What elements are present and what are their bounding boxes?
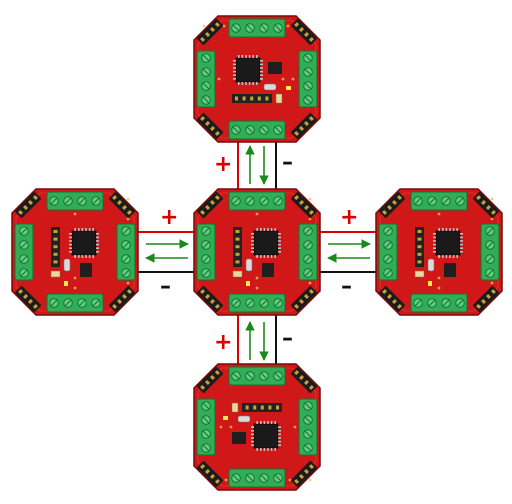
led (428, 281, 432, 286)
boards-layer (11, 15, 503, 491)
pin-header (290, 285, 318, 313)
terminal-block (196, 223, 216, 281)
labels-layer: + – + – + – + – (160, 150, 358, 355)
link-left-center-minus-label: – (160, 274, 171, 299)
pin-header (108, 191, 136, 219)
links-layer (134, 140, 380, 368)
terminal-block (14, 223, 34, 281)
pin-header (378, 191, 406, 219)
link-center-bottom-minus-label: – (282, 326, 293, 351)
board-right (375, 188, 503, 316)
capacitor (232, 270, 243, 278)
pin-header (196, 460, 224, 488)
pin-header (196, 366, 224, 394)
link-center-bottom-plus-label: + (214, 330, 232, 355)
pin-header (196, 18, 224, 46)
capacitor (275, 93, 283, 104)
pin-header (196, 285, 224, 313)
pin-header (290, 366, 318, 394)
terminal-block (298, 398, 318, 456)
board-bottom (193, 363, 321, 491)
board-top (193, 15, 321, 143)
link-center-right-minus-label: – (341, 274, 352, 299)
terminal-block (228, 120, 286, 140)
terminal-block (410, 293, 468, 313)
terminal-block (228, 468, 286, 488)
led (246, 281, 250, 286)
terminal-block (378, 223, 398, 281)
capacitor (50, 270, 61, 278)
driver-ic (444, 263, 456, 277)
led (223, 416, 228, 420)
pin-header (290, 112, 318, 140)
microcontroller-chip (69, 228, 99, 258)
link-top-center-minus-label: – (282, 150, 293, 175)
pin-header (290, 18, 318, 46)
board-center (193, 188, 321, 316)
terminal-block (196, 398, 216, 456)
crystal (263, 83, 277, 91)
capacitor (231, 402, 239, 413)
pin-header (378, 285, 406, 313)
microcontroller-chip (233, 55, 263, 85)
terminal-block (228, 293, 286, 313)
crystal (63, 258, 71, 272)
terminal-block (196, 50, 216, 108)
terminal-block (228, 18, 286, 38)
terminal-block (298, 50, 318, 108)
pin-header (196, 191, 224, 219)
crystal (237, 415, 251, 423)
crystal (427, 258, 435, 272)
driver-ic (268, 62, 282, 74)
terminal-block (410, 191, 468, 211)
link-center-right-plus-label: + (340, 205, 358, 230)
pin-header (14, 191, 42, 219)
capacitor (414, 270, 425, 278)
link-left-center-plus-label: + (160, 205, 178, 230)
pin-header (290, 460, 318, 488)
terminal-block (228, 191, 286, 211)
driver-ic (232, 432, 246, 444)
led (64, 281, 68, 286)
terminal-block (46, 293, 104, 313)
driver-ic (262, 263, 274, 277)
pin-header (290, 191, 318, 219)
led (286, 86, 291, 90)
pin-header (472, 191, 500, 219)
crystal (245, 258, 253, 272)
board-left (11, 188, 139, 316)
terminal-block (228, 366, 286, 386)
terminal-block (480, 223, 500, 281)
pin-header (14, 285, 42, 313)
microcontroller-chip (251, 421, 281, 451)
terminal-block (298, 223, 318, 281)
driver-ic (80, 263, 92, 277)
link-top-center-plus-label: + (214, 152, 232, 177)
pin-header (472, 285, 500, 313)
pin-header (108, 285, 136, 313)
terminal-block (116, 223, 136, 281)
microcontroller-chip (251, 228, 281, 258)
terminal-block (46, 191, 104, 211)
microcontroller-chip (433, 228, 463, 258)
pin-header (196, 112, 224, 140)
